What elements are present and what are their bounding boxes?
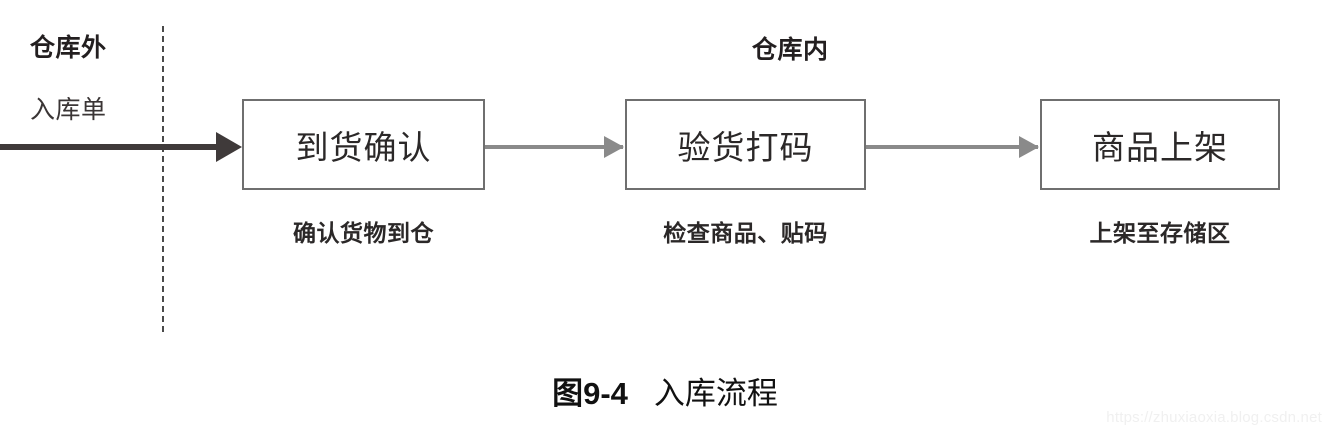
figure-caption: 图9-4 入库流程 [0, 368, 1330, 413]
inbound-order-arrow [0, 132, 242, 162]
zone-label-inside-warehouse: 仓库内 [752, 36, 829, 64]
arrow-head-icon [604, 136, 624, 158]
arrow-shaft [485, 145, 623, 149]
figure-number: 图9-4 [552, 376, 628, 411]
arrow-head-icon [1019, 136, 1039, 158]
process-box-label: 验货打码 [677, 128, 814, 166]
arrow-head-icon [216, 132, 242, 162]
arrow-shaft [0, 144, 225, 150]
warehouse-boundary-divider [162, 26, 164, 332]
process-box-label: 到货确认 [295, 128, 432, 166]
process-caption-step-3: 上架至存储区 [1089, 220, 1231, 246]
arrow-shaft [866, 145, 1038, 149]
process-caption-step-2: 检查商品、贴码 [663, 220, 828, 246]
connector-arrow-step1-to-step2 [485, 136, 624, 158]
zone-sublabel-inbound-order: 入库单 [30, 96, 107, 124]
process-box-step-3[interactable]: 商品上架 [1040, 99, 1280, 190]
process-box-step-2[interactable]: 验货打码 [625, 99, 866, 190]
watermark-url: https://zhuxiaoxia.blog.csdn.net [1106, 409, 1322, 426]
zone-label-outside-warehouse: 仓库外 [30, 34, 107, 62]
process-box-label: 商品上架 [1092, 128, 1228, 166]
figure-title: 入库流程 [653, 376, 778, 411]
process-caption-step-1: 确认货物到仓 [293, 220, 434, 246]
process-box-step-1[interactable]: 到货确认 [242, 99, 485, 190]
connector-arrow-step2-to-step3 [866, 136, 1039, 158]
